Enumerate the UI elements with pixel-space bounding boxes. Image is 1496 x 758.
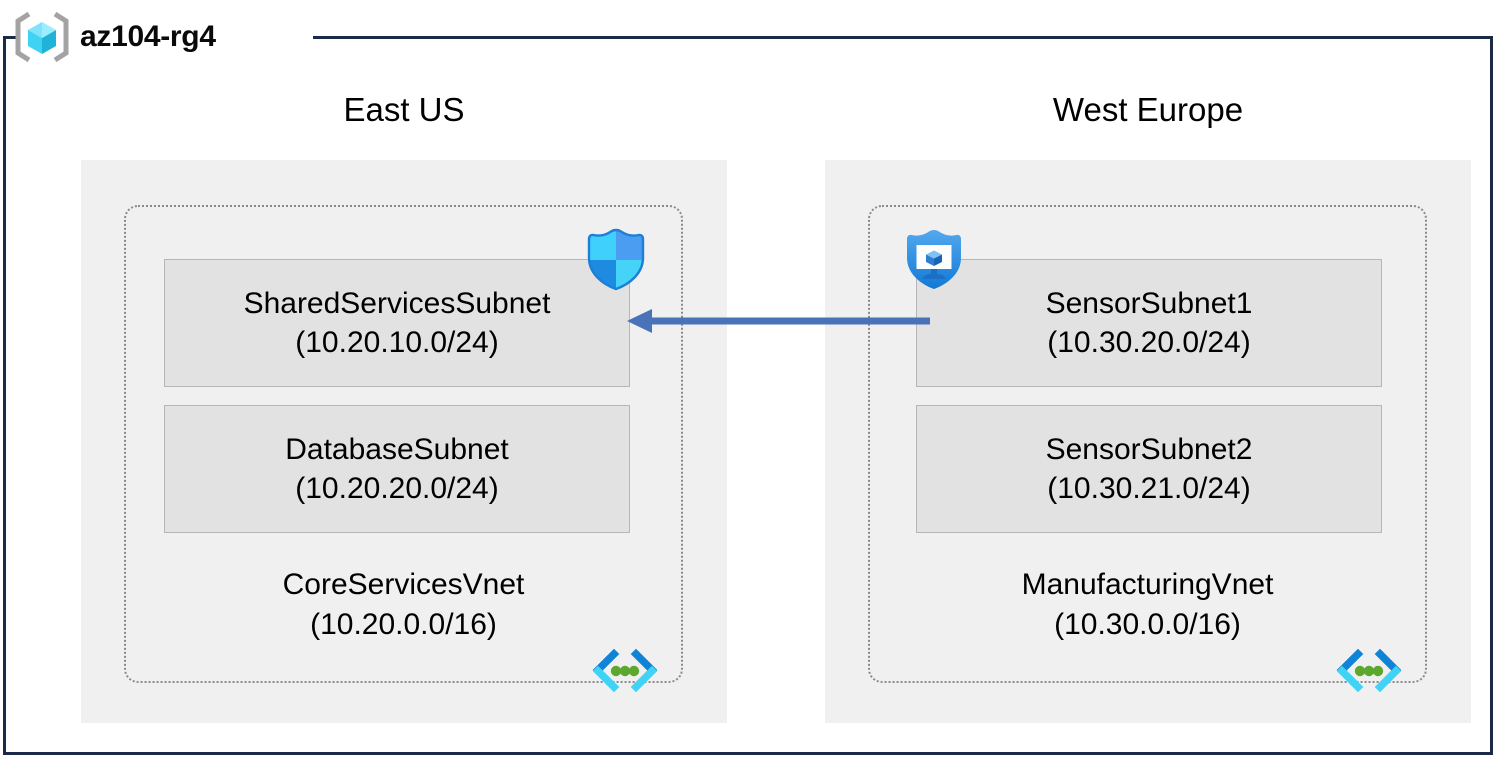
vnet-address-space: (10.30.0.0/16) (1054, 607, 1241, 641)
virtual-network-icon (592, 648, 658, 694)
vnet-name: ManufacturingVnet (1021, 568, 1274, 601)
region-label-west-europe: West Europe (1052, 91, 1244, 128)
resource-group-frame-top-right-segment (313, 36, 1493, 39)
subnet-name: DatabaseSubnet (285, 433, 509, 466)
vnet-caption-manufacturing-vnet: ManufacturingVnet (10.30.0.0/16) (868, 565, 1427, 644)
subnet-shared-services-subnet[interactable]: SharedServicesSubnet (10.20.10.0/24) (164, 259, 630, 387)
application-security-group-shield-icon (898, 222, 970, 294)
resource-group-name: az104-rg4 (80, 20, 216, 53)
vnet-manufacturing-vnet[interactable] (868, 205, 1427, 683)
subnet-name: SensorSubnet1 (1045, 287, 1253, 320)
subnet-cidr: (10.30.20.0/24) (1047, 326, 1251, 359)
vnet-name: CoreServicesVnet (282, 568, 525, 601)
vnet-caption-core-services-vnet: CoreServicesVnet (10.20.0.0/16) (124, 565, 683, 644)
subnet-name: SharedServicesSubnet (243, 287, 551, 320)
subnet-cidr: (10.30.21.0/24) (1047, 472, 1251, 505)
subnet-sensor-subnet-2[interactable]: SensorSubnet2 (10.30.21.0/24) (916, 405, 1382, 533)
resource-group-title: az104-rg4 (14, 11, 216, 63)
resource-group-frame-top-left-segment (3, 36, 17, 39)
subnet-cidr: (10.20.20.0/24) (295, 472, 499, 505)
vnet-peering-arrow (620, 300, 930, 342)
vnet-core-services-vnet[interactable] (124, 205, 683, 683)
resource-group-icon (14, 11, 70, 63)
subnet-cidr: (10.20.10.0/24) (295, 326, 499, 359)
subnet-database-subnet[interactable]: DatabaseSubnet (10.20.20.0/24) (164, 405, 630, 533)
virtual-network-icon (1336, 648, 1402, 694)
resource-group-frame (3, 36, 1493, 755)
vnet-address-space: (10.20.0.0/16) (310, 607, 497, 641)
subnet-sensor-subnet-1[interactable]: SensorSubnet1 (10.30.20.0/24) (916, 259, 1382, 387)
subnet-name: SensorSubnet2 (1045, 433, 1253, 466)
network-security-group-shield-icon (580, 222, 652, 294)
region-label-east-us: East US (343, 91, 465, 128)
